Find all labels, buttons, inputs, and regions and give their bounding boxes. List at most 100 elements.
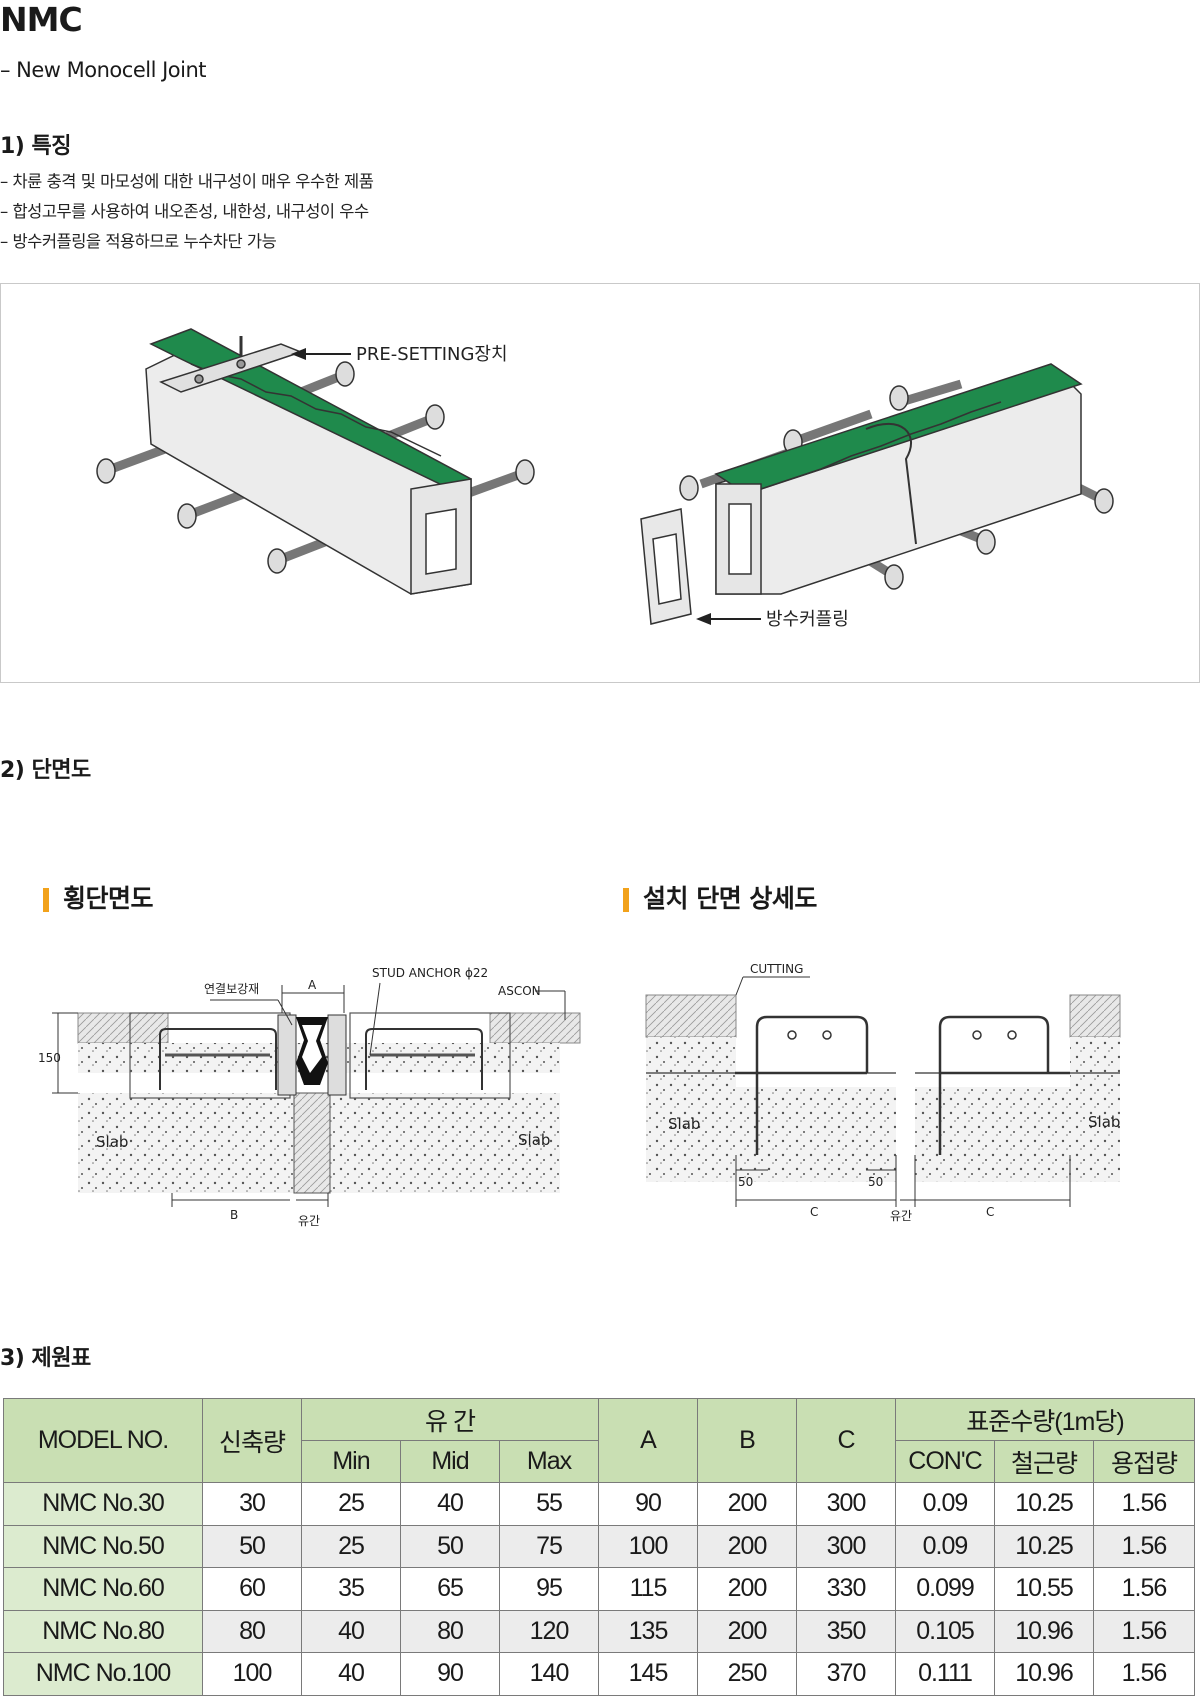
product-illustration: PRE-SETTING장치 방수	[0, 283, 1200, 683]
table-cell: 80	[400, 1609, 500, 1653]
header-conc: CON'C	[895, 1440, 995, 1483]
table-cell: 50	[400, 1524, 500, 1568]
cross-section-drawing: 연결보강재 STUD ANCHOR ϕ22 ASCON A 150 B 유간 S…	[38, 966, 581, 1228]
model-cell: NMC No.100	[3, 1652, 203, 1696]
gap-label: 유간	[298, 1214, 320, 1228]
header-c: C	[796, 1398, 896, 1483]
slab-left-label: Slab	[96, 1133, 128, 1151]
table-cell: 30	[202, 1482, 302, 1526]
table-cell: 0.111	[895, 1652, 995, 1696]
table-cell: 90	[400, 1652, 500, 1696]
features-list: – 차륜 충격 및 마모성에 대한 내구성이 매우 우수한 제품 – 합성고무를…	[0, 170, 374, 260]
table-cell: 25	[301, 1524, 401, 1568]
table-cell: 25	[301, 1482, 401, 1526]
reinforce-label: 연결보강재	[204, 982, 259, 996]
table-row: NMC No.80 80 40 80 120 135 200 350 0.105…	[3, 1609, 1195, 1653]
table-cell: 40	[301, 1652, 401, 1696]
joint-drawing: PRE-SETTING장치 방수	[96, 328, 1114, 630]
table-cell: 300	[796, 1524, 896, 1568]
page-title: NMC	[0, 0, 83, 39]
table-cell: 100	[598, 1524, 698, 1568]
table-cell: 200	[697, 1524, 797, 1568]
feature-item: – 차륜 충격 및 마모성에 대한 내구성이 매우 우수한 제품	[0, 172, 374, 191]
table-cell: 0.09	[895, 1524, 995, 1568]
presetting-label: PRE-SETTING장치	[356, 344, 508, 365]
header-max: Max	[499, 1440, 599, 1483]
ascon-label: ASCON	[498, 984, 541, 998]
table-cell: 200	[697, 1482, 797, 1526]
table-cell: 250	[697, 1652, 797, 1696]
header-weld: 용접량	[1093, 1440, 1195, 1483]
table-cell: 10.25	[994, 1524, 1094, 1568]
model-cell: NMC No.50	[3, 1524, 203, 1568]
dim-50-right-label: 50	[868, 1175, 883, 1189]
table-cell: 200	[697, 1609, 797, 1653]
table-cell: 370	[796, 1652, 896, 1696]
table-cell: 145	[598, 1652, 698, 1696]
table-cell: 10.55	[994, 1567, 1094, 1611]
table-cell: 350	[796, 1609, 896, 1653]
table-cell: 1.56	[1093, 1652, 1195, 1696]
dim-a-label: A	[308, 978, 317, 992]
table-row: NMC No.30 30 25 40 55 90 200 300 0.09 10…	[3, 1482, 1195, 1526]
header-model: MODEL NO.	[3, 1398, 203, 1483]
page-subtitle: – New Monocell Joint	[0, 58, 207, 82]
table-cell: 95	[499, 1567, 599, 1611]
table-cell: 35	[301, 1567, 401, 1611]
header-min: Min	[301, 1440, 401, 1483]
table-row: NMC No.50 50 25 50 75 100 200 300 0.09 1…	[3, 1524, 1195, 1568]
header-a: A	[598, 1398, 698, 1483]
install-detail-drawing: CUTTING Slab Slab 50 50 C 유간 C	[645, 962, 1121, 1223]
table-cell: 0.099	[895, 1567, 995, 1611]
table-cell: 135	[598, 1609, 698, 1653]
feature-item: – 방수커플링을 적용하므로 누수차단 가능	[0, 232, 277, 251]
table-cell: 40	[301, 1609, 401, 1653]
table-cell: 1.56	[1093, 1567, 1195, 1611]
header-gap: 유 간	[301, 1398, 599, 1441]
header-rebar: 철근량	[994, 1440, 1094, 1483]
model-cell: NMC No.80	[3, 1609, 203, 1653]
detail-slab-right-label: Slab	[1088, 1113, 1120, 1131]
header-b: B	[697, 1398, 797, 1483]
table-cell: 100	[202, 1652, 302, 1696]
table-cell: 0.105	[895, 1609, 995, 1653]
dim-50-left-label: 50	[738, 1175, 753, 1189]
install-detail-title: 설치 단면 상세도	[623, 884, 817, 914]
table-cell: 1.56	[1093, 1482, 1195, 1526]
feature-item: – 합성고무를 사용하여 내오존성, 내한성, 내구성이 우수	[0, 202, 369, 221]
table-cell: 115	[598, 1567, 698, 1611]
table-row: NMC No.60 60 35 65 95 115 200 330 0.099 …	[3, 1567, 1195, 1611]
detail-slab-left-label: Slab	[668, 1115, 700, 1133]
table-cell: 330	[796, 1567, 896, 1611]
spec-table: MODEL NO. 신축량 유 간 A B C 표준수량(1m당) Min Mi…	[3, 1398, 1195, 1696]
header-mid: Mid	[400, 1440, 500, 1483]
table-cell: 120	[499, 1609, 599, 1653]
table-cell: 65	[400, 1567, 500, 1611]
table-cell: 10.96	[994, 1652, 1094, 1696]
dim-150-label: 150	[38, 1051, 61, 1065]
dim-c-right-label: C	[986, 1205, 994, 1219]
coupling-label: 방수커플링	[766, 609, 849, 630]
cutting-label: CUTTING	[750, 962, 803, 976]
table-cell: 55	[499, 1482, 599, 1526]
table-cell: 0.09	[895, 1482, 995, 1526]
spec-heading: 3) 제원표	[0, 1346, 91, 1371]
table-cell: 1.56	[1093, 1609, 1195, 1653]
stud-anchor-label: STUD ANCHOR ϕ22	[372, 966, 488, 980]
table-cell: 90	[598, 1482, 698, 1526]
section-heading: 2) 단면도	[0, 758, 91, 783]
table-cell: 60	[202, 1567, 302, 1611]
table-cell: 80	[202, 1609, 302, 1653]
features-heading: 1) 특징	[0, 134, 72, 159]
table-cell: 1.56	[1093, 1524, 1195, 1568]
table-cell: 300	[796, 1482, 896, 1526]
model-cell: NMC No.60	[3, 1567, 203, 1611]
detail-gap-label: 유간	[890, 1209, 912, 1223]
model-cell: NMC No.30	[3, 1482, 203, 1526]
header-expansion: 신축량	[202, 1398, 302, 1483]
table-cell: 50	[202, 1524, 302, 1568]
dim-b-label: B	[230, 1208, 238, 1222]
cross-section-title: 횡단면도	[43, 884, 154, 914]
table-cell: 200	[697, 1567, 797, 1611]
slab-right-label: Slab	[518, 1131, 550, 1149]
